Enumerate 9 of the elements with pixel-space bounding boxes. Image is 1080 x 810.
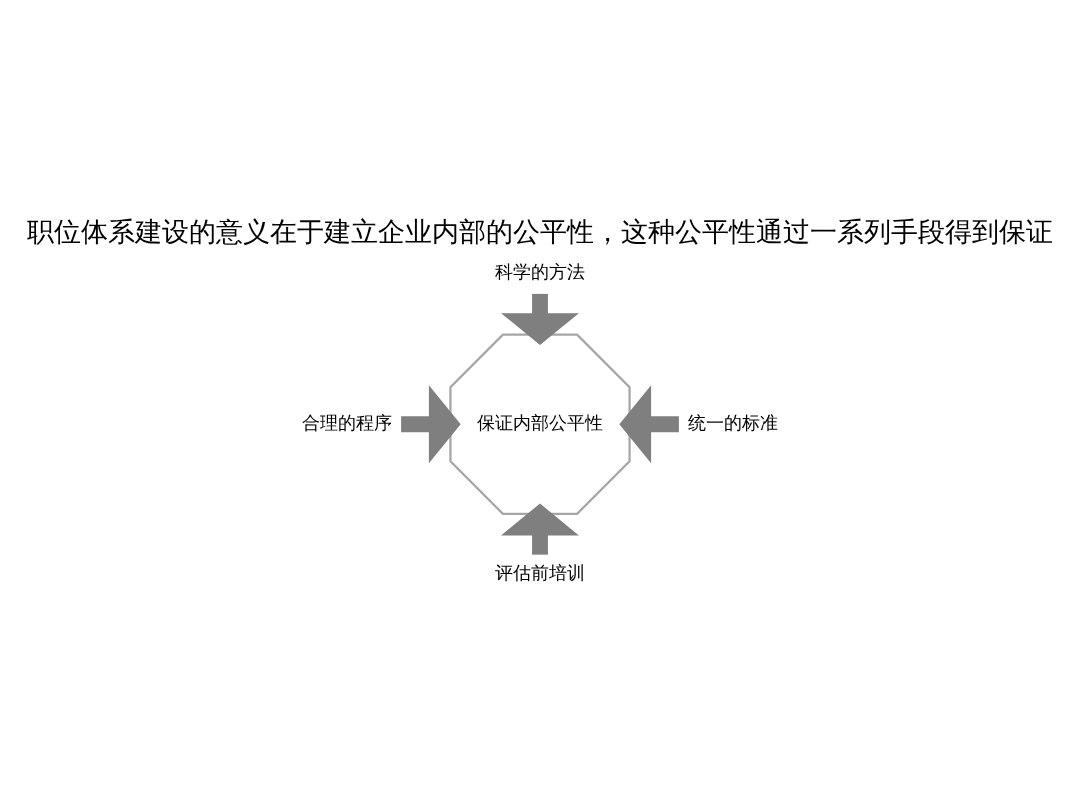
arrow [501,293,579,345]
node-text: 合理的程序 [302,411,393,433]
node-text: 统一的标准 [687,411,778,433]
node-text: 科学的方法 [495,260,585,282]
arrow [619,385,679,464]
arrow [501,503,579,555]
node-text: 评估前培训 [495,562,585,584]
diagram-title: 职位体系建设的意义在于建立企业内部的公平性，这种公平性通过一系列手段得到保证 [27,215,1053,247]
arrow [401,385,461,464]
